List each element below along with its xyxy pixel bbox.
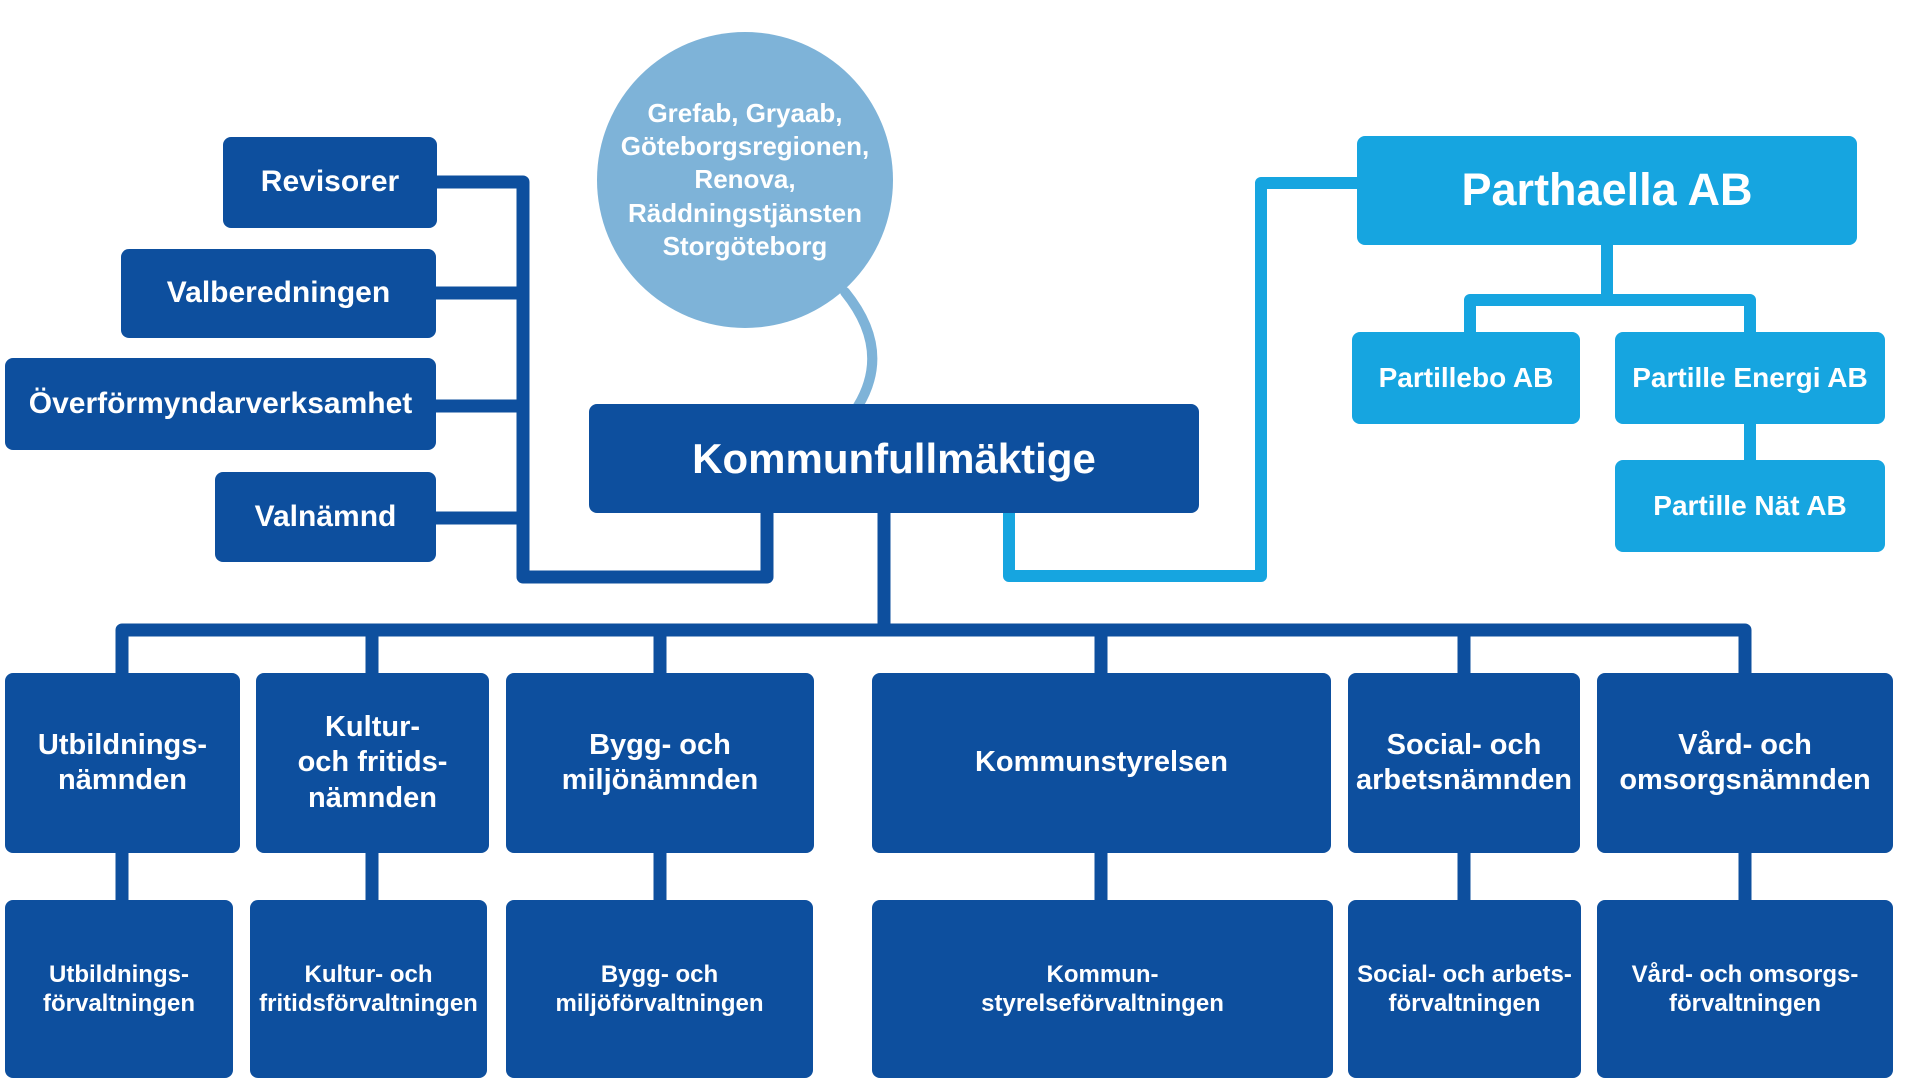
left-body-label: Överförmyndarverksamhet xyxy=(28,386,413,420)
department-kommunstyrelseforvaltningen: Kommun- styrelseförvaltningen xyxy=(872,900,1333,1078)
company-branch-connector xyxy=(1464,245,1756,460)
company-label: Parthaella AB xyxy=(1461,164,1753,216)
department-label: Vård- och omsorgs- förvaltningen xyxy=(1631,960,1859,1017)
company-partille-energi-ab: Partille Energi AB xyxy=(1615,332,1885,424)
municipal-companies-label: Grefab, Gryaab, Göteborgsregionen, Renov… xyxy=(620,98,870,261)
department-vard-och-omsorgsforvaltningen: Vård- och omsorgs- förvaltningen xyxy=(1597,900,1893,1078)
company-parthaella-ab: Parthaella AB xyxy=(1357,136,1857,245)
committee-label: Social- och arbetsnämnden xyxy=(1356,728,1572,796)
left-bodies-connector xyxy=(435,175,774,584)
company-partille-nat-ab: Partille Nät AB xyxy=(1615,460,1885,552)
council-kommunfullmaktige: Kommunfullmäktige xyxy=(589,404,1199,513)
committee-social-och-arbetsnamnden: Social- och arbetsnämnden xyxy=(1348,673,1580,853)
left-body-valnamnd: Valnämnd xyxy=(215,472,436,562)
left-body-overformyndarverksamhet: Överförmyndarverksamhet xyxy=(5,358,436,450)
left-body-valberedningen: Valberedningen xyxy=(121,249,436,338)
municipal-companies-bubble: Grefab, Gryaab, Göteborgsregionen, Renov… xyxy=(597,32,893,328)
left-body-revisorer: Revisorer xyxy=(223,137,437,228)
company-label: Partille Energi AB xyxy=(1632,361,1868,393)
committee-bygg-och-miljonamnden: Bygg- och miljönämnden xyxy=(506,673,814,853)
department-bygg-och-miljoforvaltningen: Bygg- och miljöförvaltningen xyxy=(506,900,813,1078)
company-main-connector xyxy=(1003,177,1357,582)
company-label: Partille Nät AB xyxy=(1653,489,1847,521)
department-label: Bygg- och miljöförvaltningen xyxy=(555,960,764,1017)
department-label: Social- och arbets- förvaltningen xyxy=(1357,960,1572,1017)
department-stub-connector xyxy=(115,853,1752,900)
department-social-och-arbetsforvaltningen: Social- och arbets- förvaltningen xyxy=(1348,900,1581,1078)
committee-label: Kultur- och fritids- nämnden xyxy=(297,710,448,814)
committee-kommunstyrelsen: Kommunstyrelsen xyxy=(872,673,1331,853)
left-body-label: Valnämnd xyxy=(254,499,397,533)
left-body-label: Revisorer xyxy=(260,165,400,199)
committee-vard-och-omsorgsnamnden: Vård- och omsorgsnämnden xyxy=(1597,673,1893,853)
bubble-tail xyxy=(840,287,878,411)
department-label: Utbildnings- förvaltningen xyxy=(42,960,195,1017)
department-label: Kommun- styrelseförvaltningen xyxy=(981,960,1224,1017)
committee-label: Utbildnings- nämnden xyxy=(37,728,208,796)
department-utbildningsforvaltningen: Utbildnings- förvaltningen xyxy=(5,900,233,1078)
company-partillebo-ab: Partillebo AB xyxy=(1352,332,1580,424)
company-label: Partillebo AB xyxy=(1378,361,1554,393)
council-label: Kommunfullmäktige xyxy=(692,434,1096,482)
committee-label: Bygg- och miljönämnden xyxy=(561,728,759,796)
committee-kultur-och-fritidsnamnden: Kultur- och fritids- nämnden xyxy=(256,673,489,853)
committee-label: Kommunstyrelsen xyxy=(974,746,1228,779)
department-kultur-och-fritidsforvaltningen: Kultur- och fritidsförvaltningen xyxy=(250,900,487,1078)
committee-label: Vård- och omsorgsnämnden xyxy=(1619,728,1871,796)
left-body-label: Valberedningen xyxy=(166,276,391,310)
committee-trunk-connector xyxy=(115,513,1752,673)
department-label: Kultur- och fritidsförvaltningen xyxy=(259,960,478,1017)
committee-utbildningsnamnden: Utbildnings- nämnden xyxy=(5,673,240,853)
